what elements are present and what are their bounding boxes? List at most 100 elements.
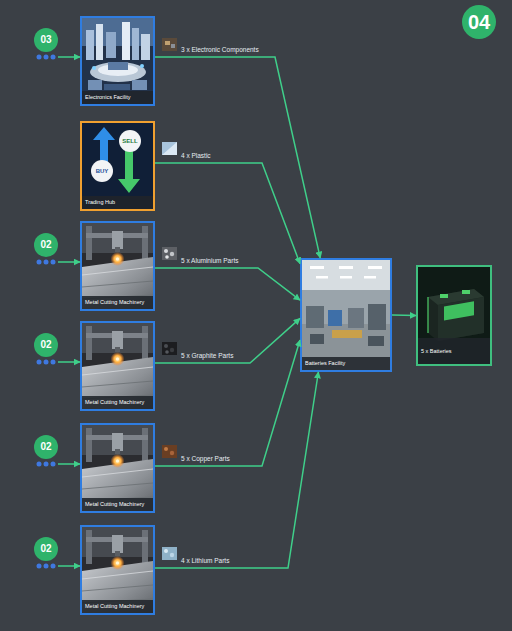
trading-illustration	[91, 160, 113, 182]
badge-circle	[462, 5, 496, 39]
flow-arrow	[155, 372, 318, 568]
electronics-illustration	[90, 62, 146, 82]
factory-illustration	[328, 310, 342, 326]
badge-circle	[34, 333, 58, 357]
flow-arrow	[155, 268, 300, 300]
trade-word: BUY	[96, 168, 109, 175]
trading-illustration	[82, 123, 153, 209]
output-box: 5 x Batteries	[416, 265, 492, 366]
factory-illustration	[364, 276, 376, 279]
badge-circle	[34, 233, 58, 257]
count-badge: 03	[34, 28, 58, 60]
material-icon	[165, 255, 169, 259]
factory-illustration	[368, 304, 386, 330]
trading-illustration	[119, 130, 141, 152]
material-label: 4 x Plastic	[181, 152, 211, 160]
battery-illustration	[427, 297, 428, 333]
battery-illustration	[462, 290, 470, 294]
flow-arrow	[155, 340, 300, 466]
battery-illustration	[440, 294, 448, 298]
box-caption: Trading Hub	[85, 199, 150, 206]
battery-illustration	[428, 289, 484, 341]
material-icon	[162, 38, 177, 560]
electronics-illustration	[108, 62, 128, 70]
factory-illustration	[332, 330, 362, 338]
metal-cutting-illustration	[82, 223, 153, 309]
counter-dots	[37, 55, 42, 60]
battery-illustration	[418, 267, 490, 364]
count-number: 02	[34, 333, 58, 357]
count-badge: 02	[34, 233, 58, 265]
material-icon	[170, 348, 174, 352]
machine-box: Metal Cutting Machinery	[80, 423, 155, 513]
electronics-illustration	[140, 64, 144, 68]
material-icon	[170, 451, 174, 455]
flow-arrow	[58, 261, 80, 263]
trading-illustration	[82, 123, 153, 209]
electronics-illustration	[96, 24, 103, 60]
machine-box: Metal Cutting Machinery	[80, 321, 155, 411]
counter-dots	[44, 260, 49, 265]
flow-arrow	[58, 463, 80, 465]
metal-cutting-illustration	[82, 527, 153, 613]
machine-box: Metal Cutting Machinery	[80, 525, 155, 615]
counter-dots	[51, 55, 56, 60]
battery-illustration	[418, 267, 490, 364]
box-caption: Metal Cutting Machinery	[85, 399, 150, 406]
facility-box: Batteries Facility	[300, 258, 392, 372]
factory-illustration	[348, 308, 364, 328]
battery-illustration	[444, 301, 474, 320]
caption-strip: Batteries Facility	[302, 357, 390, 370]
electronics-illustration	[132, 80, 147, 90]
caption-strip: Metal Cutting Machinery	[82, 600, 153, 613]
count-badge: 02	[34, 333, 58, 365]
machine-box: Metal Cutting Machinery	[80, 221, 155, 311]
badge-circle	[34, 435, 58, 459]
electronics-illustration	[122, 22, 130, 60]
factory-illustration	[340, 276, 352, 279]
caption-strip: Electronics Facility	[82, 91, 153, 104]
material-icon	[164, 344, 168, 348]
counter-dots	[51, 360, 56, 365]
counter-dots	[44, 564, 49, 569]
flow-arrow	[155, 57, 320, 258]
count-number: 03	[34, 28, 58, 52]
counter-dots	[44, 360, 49, 365]
battery-illustration	[438, 297, 484, 341]
caption-strip: Metal Cutting Machinery	[82, 498, 153, 511]
material-icon	[170, 553, 174, 557]
count-badge: 02	[34, 537, 58, 569]
count-number: 02	[34, 233, 58, 257]
material-icon	[164, 249, 168, 253]
material-label: 4 x Lithium Parts	[181, 557, 229, 565]
electronics-illustration	[106, 32, 116, 58]
counter-dots	[44, 462, 49, 467]
caption-strip: Metal Cutting Machinery	[82, 296, 153, 309]
facility-box: Electronics Facility	[80, 16, 155, 106]
counter-dots	[37, 360, 42, 365]
factory-illustration	[339, 266, 353, 269]
electronics-illustration	[88, 80, 102, 90]
counter-dots	[37, 55, 56, 569]
box-caption: Metal Cutting Machinery	[85, 299, 150, 306]
trade-word: SELL	[122, 138, 137, 145]
box-caption: Electronics Facility	[85, 94, 150, 101]
factory-illustration	[368, 266, 382, 269]
counter-dots	[37, 564, 42, 569]
trading-illustration	[118, 149, 140, 193]
flow-arrow	[392, 314, 416, 316]
counter-dots	[37, 260, 42, 265]
material-icon	[164, 447, 168, 451]
factory-illustration	[310, 334, 324, 344]
page-number: 04	[462, 5, 496, 39]
count-badge: 02	[34, 435, 58, 467]
counter-dots	[51, 564, 56, 569]
material-icon	[162, 247, 177, 260]
factory-illustration	[302, 324, 390, 370]
material-label: 5 x Copper Parts	[181, 455, 230, 463]
material-icon	[164, 549, 168, 553]
